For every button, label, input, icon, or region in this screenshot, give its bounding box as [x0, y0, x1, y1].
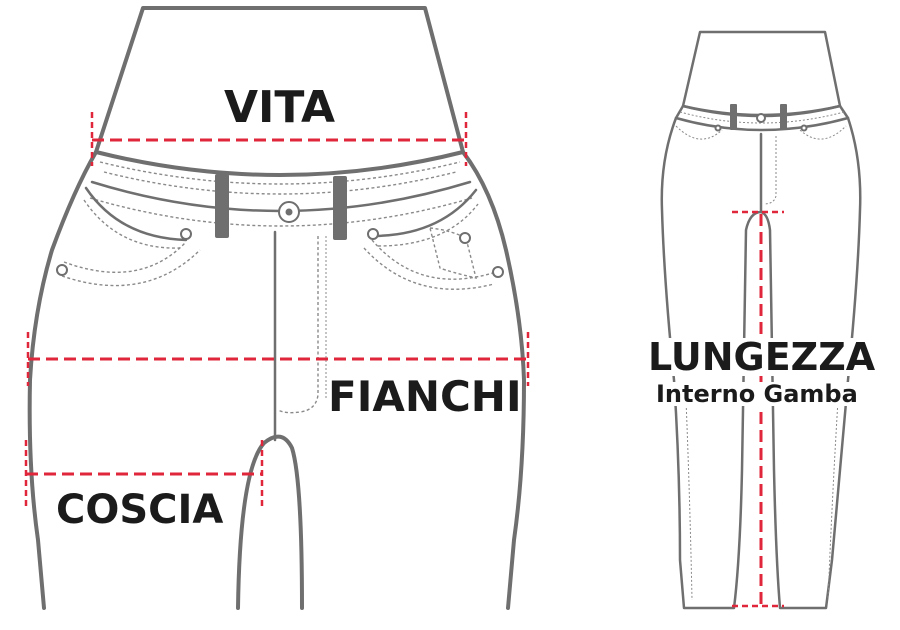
large-jeans-drawing [27, 6, 526, 610]
thigh-label: COSCIA [56, 487, 224, 533]
hips-label: FIANCHI [328, 372, 522, 421]
small-right-leg [759, 116, 862, 610]
measurement-lines [24, 112, 784, 608]
jeans-body-outline [27, 150, 98, 610]
length-sublabel: Interno Gamba [654, 380, 860, 408]
belt-loop-left [215, 174, 229, 238]
small-waistband-outline [681, 30, 842, 117]
jeans-body-outline-right [461, 150, 526, 610]
small-left-leg [660, 116, 763, 610]
crotch-outline [236, 434, 304, 610]
waistband-outline [94, 6, 465, 177]
belt-loop-right [333, 176, 347, 240]
waist-label: VITA [224, 82, 336, 133]
length-label: LUNGEZZA [646, 335, 878, 379]
small-jeans-drawing [660, 30, 862, 610]
